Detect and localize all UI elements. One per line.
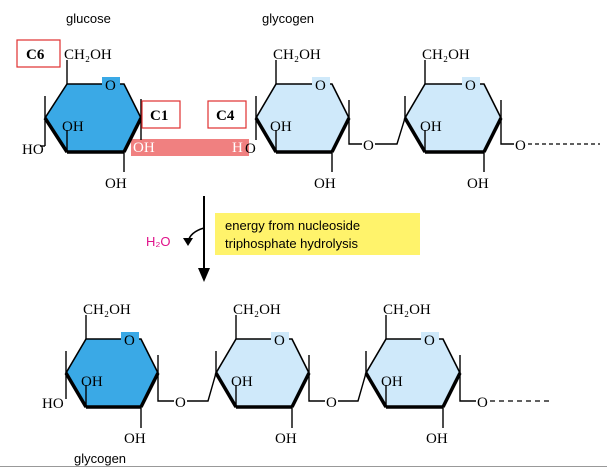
- glycogen-bottom-ring-1: O: [64, 315, 174, 428]
- reaction-arrow: [183, 196, 210, 282]
- c4-label: C4: [216, 108, 235, 124]
- glycogen-top-ring-2: O: [403, 60, 514, 172]
- ring-oxygen-bg: [421, 332, 439, 348]
- glucose-c2-oh: OH: [62, 119, 84, 135]
- ring-oxygen: O: [274, 333, 285, 349]
- bottom3-ch2oh: CH₂OH: [383, 302, 431, 318]
- glycogen-bottom-label: glycogen: [74, 451, 126, 466]
- ring-oxygen-bg: [312, 77, 330, 93]
- glucose-c1-oh: OH: [133, 140, 155, 156]
- glucose-c4-ho: HO: [22, 142, 44, 158]
- glycogen2-c2-oh: OH: [420, 119, 442, 135]
- glucose-ring: O: [40, 60, 143, 172]
- bottom-glycosidic-oxygen-1: O: [175, 395, 186, 411]
- bottom2-c2-oh: OH: [231, 374, 253, 390]
- c6-label-box: [16, 39, 61, 68]
- glycogen1-c3-oh: OH: [314, 176, 336, 192]
- glycosidic-oxygen: O: [363, 138, 374, 154]
- c4-label-box: [207, 100, 247, 129]
- energy-note-box: [215, 213, 420, 255]
- ring-oxygen: O: [315, 78, 326, 94]
- bottom1-ch2oh: CH₂OH: [83, 302, 131, 318]
- ring-oxygen: O: [424, 333, 435, 349]
- bottom2-ch2oh: CH₂OH: [233, 302, 281, 318]
- bottom1-c2-oh: OH: [81, 374, 103, 390]
- glycogen1-c4-h: H: [232, 140, 243, 156]
- chain-continuation-oxygen: O: [515, 138, 526, 154]
- glucose-label: glucose: [66, 11, 111, 26]
- frame-bottom-rule: [0, 466, 607, 467]
- reacting-groups-band: [131, 139, 249, 156]
- glycogen1-ch2oh: CH₂OH: [273, 47, 321, 63]
- bottom-glycosidic-oxygen-2: O: [326, 395, 337, 411]
- glycogen1-c2-oh: OH: [270, 119, 292, 135]
- water-byproduct-label: H₂O: [146, 234, 171, 249]
- glycogen-bottom-ring-3: O: [364, 315, 476, 428]
- c1-label: C1: [150, 108, 168, 124]
- glycogen2-c3-oh: OH: [467, 176, 489, 192]
- bottom-chain-continuation-oxygen: O: [477, 395, 488, 411]
- bottom3-c3-oh: OH: [426, 431, 448, 447]
- bottom1-c3-oh: OH: [124, 431, 146, 447]
- ring-oxygen-bg: [271, 332, 289, 348]
- bottom2-c3-oh: OH: [275, 431, 297, 447]
- ring-oxygen: O: [105, 78, 116, 94]
- c6-label: C6: [26, 47, 45, 63]
- glucose-ch2oh: CH₂OH: [64, 47, 112, 63]
- ring-oxygen-bg: [462, 77, 480, 93]
- ring-oxygen: O: [124, 333, 135, 349]
- c1-label-box: [141, 100, 181, 129]
- glucose-c3-oh: OH: [105, 176, 127, 192]
- glycogen-bottom-ring-2: O: [214, 315, 325, 428]
- glycogen2-ch2oh: CH₂OH: [422, 47, 470, 63]
- glycogen1-c4-o: O: [245, 141, 256, 157]
- glycogen-top-label: glycogen: [262, 11, 314, 26]
- ring-oxygen-bg: [121, 332, 139, 348]
- energy-note-line-2: triphosphate hydrolysis: [225, 236, 358, 251]
- energy-note-line-1: energy from nucleoside: [225, 218, 360, 233]
- bottom3-c2-oh: OH: [381, 374, 403, 390]
- ring-oxygen: O: [465, 78, 476, 94]
- ring-oxygen-bg: [102, 77, 120, 93]
- glycogen-top-ring-1: O: [254, 60, 362, 172]
- bottom1-c4-ho: HO: [42, 396, 64, 412]
